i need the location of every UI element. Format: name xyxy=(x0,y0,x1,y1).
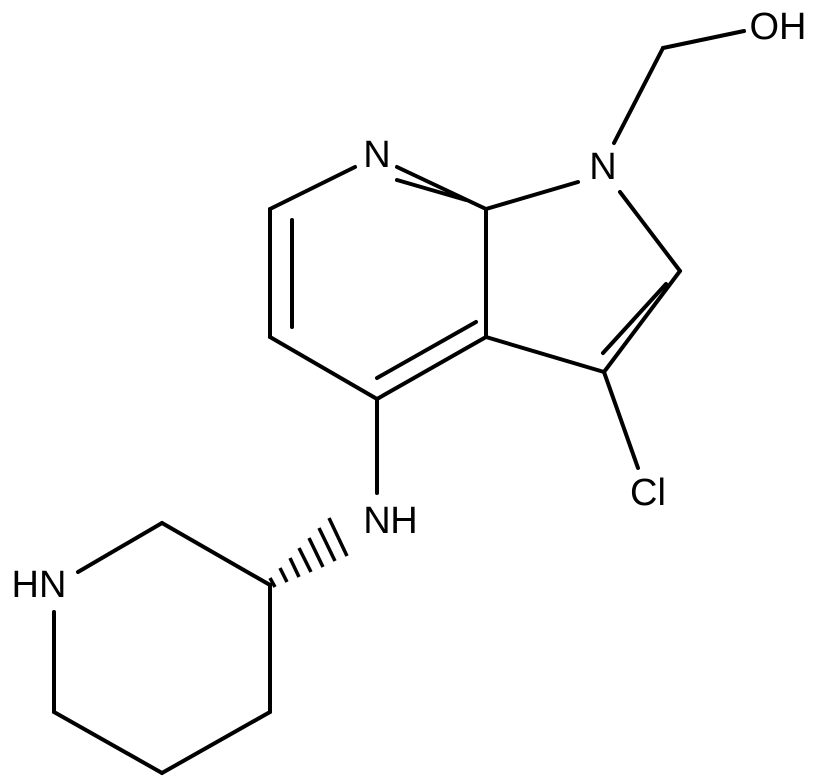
bond-c4-c3a xyxy=(375,335,488,401)
bond-c2p-n1p xyxy=(76,521,164,574)
bond-c3-c3a xyxy=(484,335,606,374)
chlorine-label: Cl xyxy=(630,472,666,514)
bond-c7a-n7 xyxy=(395,165,488,211)
hash-mark xyxy=(327,517,349,557)
bond-n1-c2 xyxy=(618,190,682,273)
bond-c7a-n7-inner xyxy=(395,178,468,202)
hash-mark xyxy=(317,527,337,562)
hash-mark xyxy=(307,537,325,568)
bond-c3-cl xyxy=(602,370,640,470)
bond-ch2-oh xyxy=(661,29,746,50)
hash-mark xyxy=(297,547,313,573)
bond-c2-c3 xyxy=(602,269,682,374)
pyrrole-nitrogen-label: N xyxy=(589,146,616,188)
bond-n7-c6 xyxy=(268,165,357,211)
hash-mark xyxy=(268,577,277,588)
amine-hydrogen-label: H xyxy=(390,500,417,542)
bond-c6p-c5p xyxy=(52,710,164,775)
pyridine-nitrogen-label: N xyxy=(363,134,390,176)
hash-mark xyxy=(278,567,289,583)
bond-c2-c3-inner xyxy=(601,282,668,355)
bond-c4-c3a-inner xyxy=(375,320,478,380)
hydroxyl-label: OH xyxy=(750,6,807,48)
bond-layer xyxy=(52,29,746,775)
atom-label-layer: OH N N Cl N H HN xyxy=(12,6,807,606)
amine-nitrogen-label: N xyxy=(363,500,390,542)
hashed-wedge-bond xyxy=(268,517,349,588)
hash-mark xyxy=(288,557,301,578)
bond-c3p-c2p xyxy=(160,521,272,587)
bond-n1-ch2 xyxy=(612,46,665,145)
bond-c5-c4 xyxy=(268,335,379,401)
bond-n1-c7a xyxy=(484,180,580,211)
bond-c5p-c4p xyxy=(160,710,272,775)
piperidine-nh-label: HN xyxy=(12,564,67,606)
